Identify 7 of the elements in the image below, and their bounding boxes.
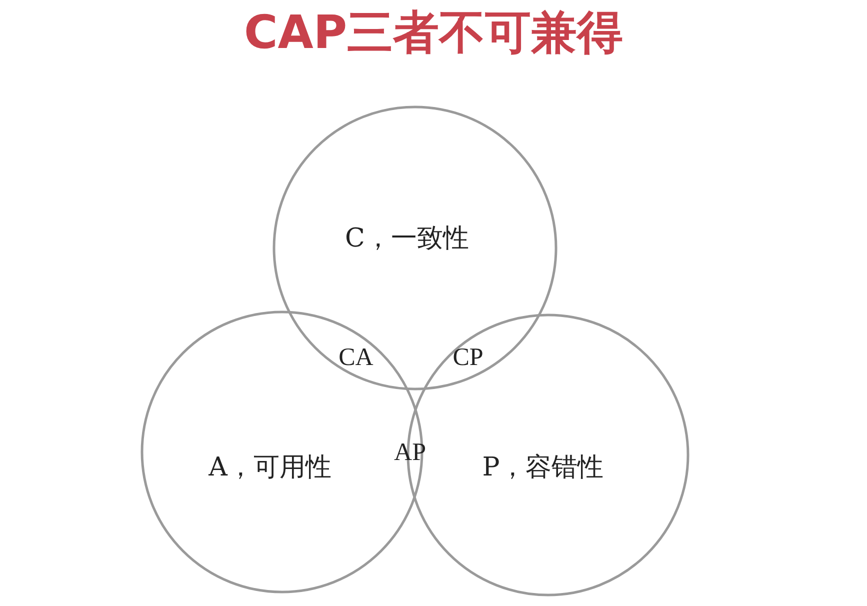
circle-label: A，可用性 [208, 452, 332, 484]
circle-label: C，一致性 [345, 222, 469, 256]
overlap-label: AP [394, 439, 426, 467]
overlap-label: CP [452, 344, 484, 372]
title: CAP三者不可兼得 [242, 4, 624, 61]
circle-label: P，容错性 [482, 452, 604, 484]
overlap-label: CA [338, 344, 374, 372]
